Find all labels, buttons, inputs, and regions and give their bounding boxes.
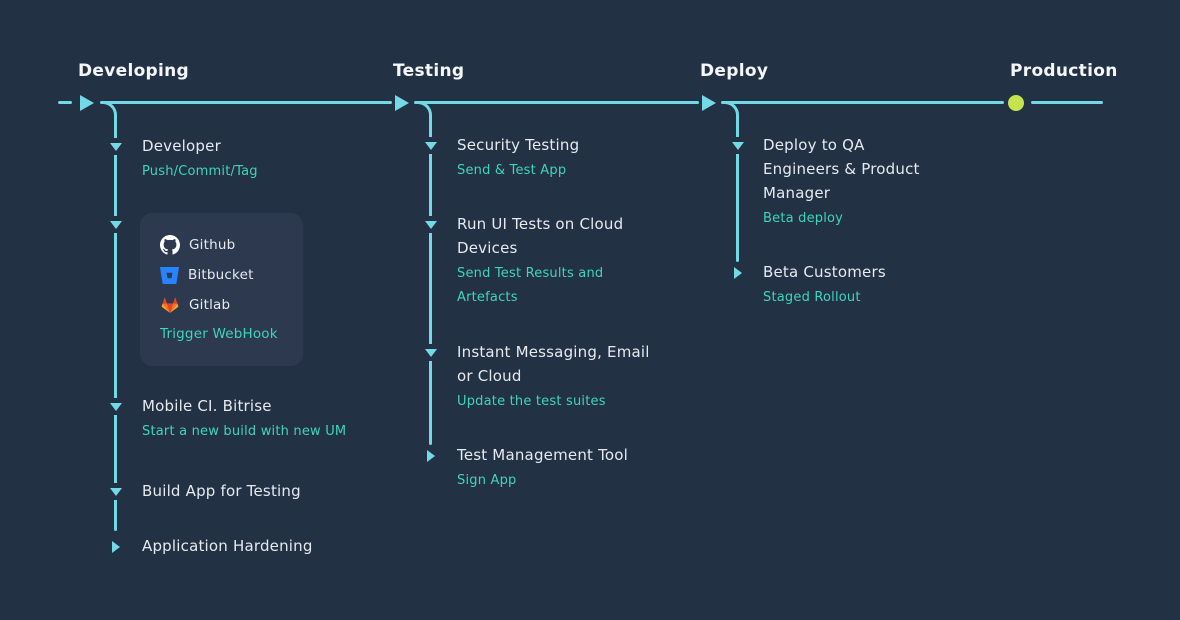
gitlab-icon xyxy=(161,297,179,313)
step-subtitle: Start a new build with new UM xyxy=(142,424,347,439)
pipeline-step-developer: Developer Push/Commit/Tag xyxy=(142,134,392,184)
step-marker-down-icon xyxy=(422,137,439,154)
provider-label: Github xyxy=(189,237,236,253)
pipeline-step-mobile-ci: Mobile CI. Bitrise Start a new build wit… xyxy=(142,394,402,444)
step-subtitle: Update the test suites xyxy=(457,394,606,409)
stage-play-icon xyxy=(702,95,716,111)
provider-label: Gitlab xyxy=(189,297,231,313)
stage-spine-deploy xyxy=(736,118,739,262)
stage-play-icon xyxy=(395,95,409,111)
step-title: Developer xyxy=(142,137,221,155)
pipeline-step-instant-messaging: Instant Messaging, Email or Cloud Update… xyxy=(457,340,652,414)
spine-elbow xyxy=(101,101,117,119)
github-icon xyxy=(160,235,180,255)
step-marker-right-icon xyxy=(107,538,124,555)
provider-label: Bitbucket xyxy=(188,267,254,283)
stage-label-testing: Testing xyxy=(393,61,465,81)
step-title: Deploy to QA Engineers & Product Manager xyxy=(763,136,920,202)
step-marker-down-icon xyxy=(107,216,124,233)
timeline-segment xyxy=(721,101,1004,104)
step-marker-right-icon xyxy=(729,264,746,281)
step-title: Build App for Testing xyxy=(142,482,301,500)
pipeline-step-ui-tests: Run UI Tests on Cloud Devices Send Test … xyxy=(457,212,652,310)
step-title: Run UI Tests on Cloud Devices xyxy=(457,215,624,257)
step-subtitle: Sign App xyxy=(457,473,517,488)
stage-play-icon xyxy=(80,95,94,111)
timeline-start-dash xyxy=(58,101,72,104)
pipeline-step-test-management: Test Management Tool Sign App xyxy=(457,443,667,493)
step-marker-down-icon xyxy=(729,137,746,154)
stage-label-developing: Developing xyxy=(78,61,190,81)
spine-elbow xyxy=(416,101,432,119)
card-action: Trigger WebHook xyxy=(160,326,278,342)
step-marker-down-icon xyxy=(107,483,124,500)
pipeline-step-app-hardening: Application Hardening xyxy=(142,534,392,558)
spine-elbow xyxy=(723,101,739,119)
step-title: Security Testing xyxy=(457,136,580,154)
pipeline-step-deploy-qa: Deploy to QA Engineers & Product Manager… xyxy=(763,133,941,231)
production-dot xyxy=(1008,95,1024,111)
pipeline-step-beta-customers: Beta Customers Staged Rollout xyxy=(763,260,941,310)
step-marker-down-icon xyxy=(107,138,124,155)
step-marker-down-icon xyxy=(107,398,124,415)
bitbucket-icon xyxy=(160,266,179,284)
stage-spine-testing xyxy=(429,118,432,445)
step-title: Mobile CI. Bitrise xyxy=(142,397,272,415)
timeline-segment xyxy=(414,101,699,104)
step-title: Application Hardening xyxy=(142,537,313,555)
step-title: Instant Messaging, Email or Cloud xyxy=(457,343,650,385)
vcs-card: Github Bitbucket Gitlab Trigger WebHook xyxy=(140,213,303,366)
step-title: Beta Customers xyxy=(763,263,886,281)
stage-label-deploy: Deploy xyxy=(700,61,769,81)
step-marker-down-icon xyxy=(422,216,439,233)
step-subtitle: Push/Commit/Tag xyxy=(142,164,258,179)
provider-row-bitbucket: Bitbucket xyxy=(160,265,283,285)
step-subtitle: Staged Rollout xyxy=(763,290,861,305)
step-marker-down-icon xyxy=(422,344,439,361)
step-subtitle: Send & Test App xyxy=(457,163,567,178)
pipeline-step-security-testing: Security Testing Send & Test App xyxy=(457,133,652,183)
pipeline-step-build-app: Build App for Testing xyxy=(142,479,392,503)
stage-spine-developing xyxy=(114,118,117,531)
provider-row-gitlab: Gitlab xyxy=(160,295,283,315)
step-marker-right-icon xyxy=(422,447,439,464)
stage-label-production: Production xyxy=(1010,61,1118,81)
step-subtitle: Beta deploy xyxy=(763,211,844,226)
step-subtitle: Send Test Results and Artefacts xyxy=(457,266,604,305)
step-title: Test Management Tool xyxy=(457,446,629,464)
provider-row-github: Github xyxy=(160,235,283,255)
timeline-segment xyxy=(100,101,392,104)
timeline-segment xyxy=(1031,101,1103,104)
